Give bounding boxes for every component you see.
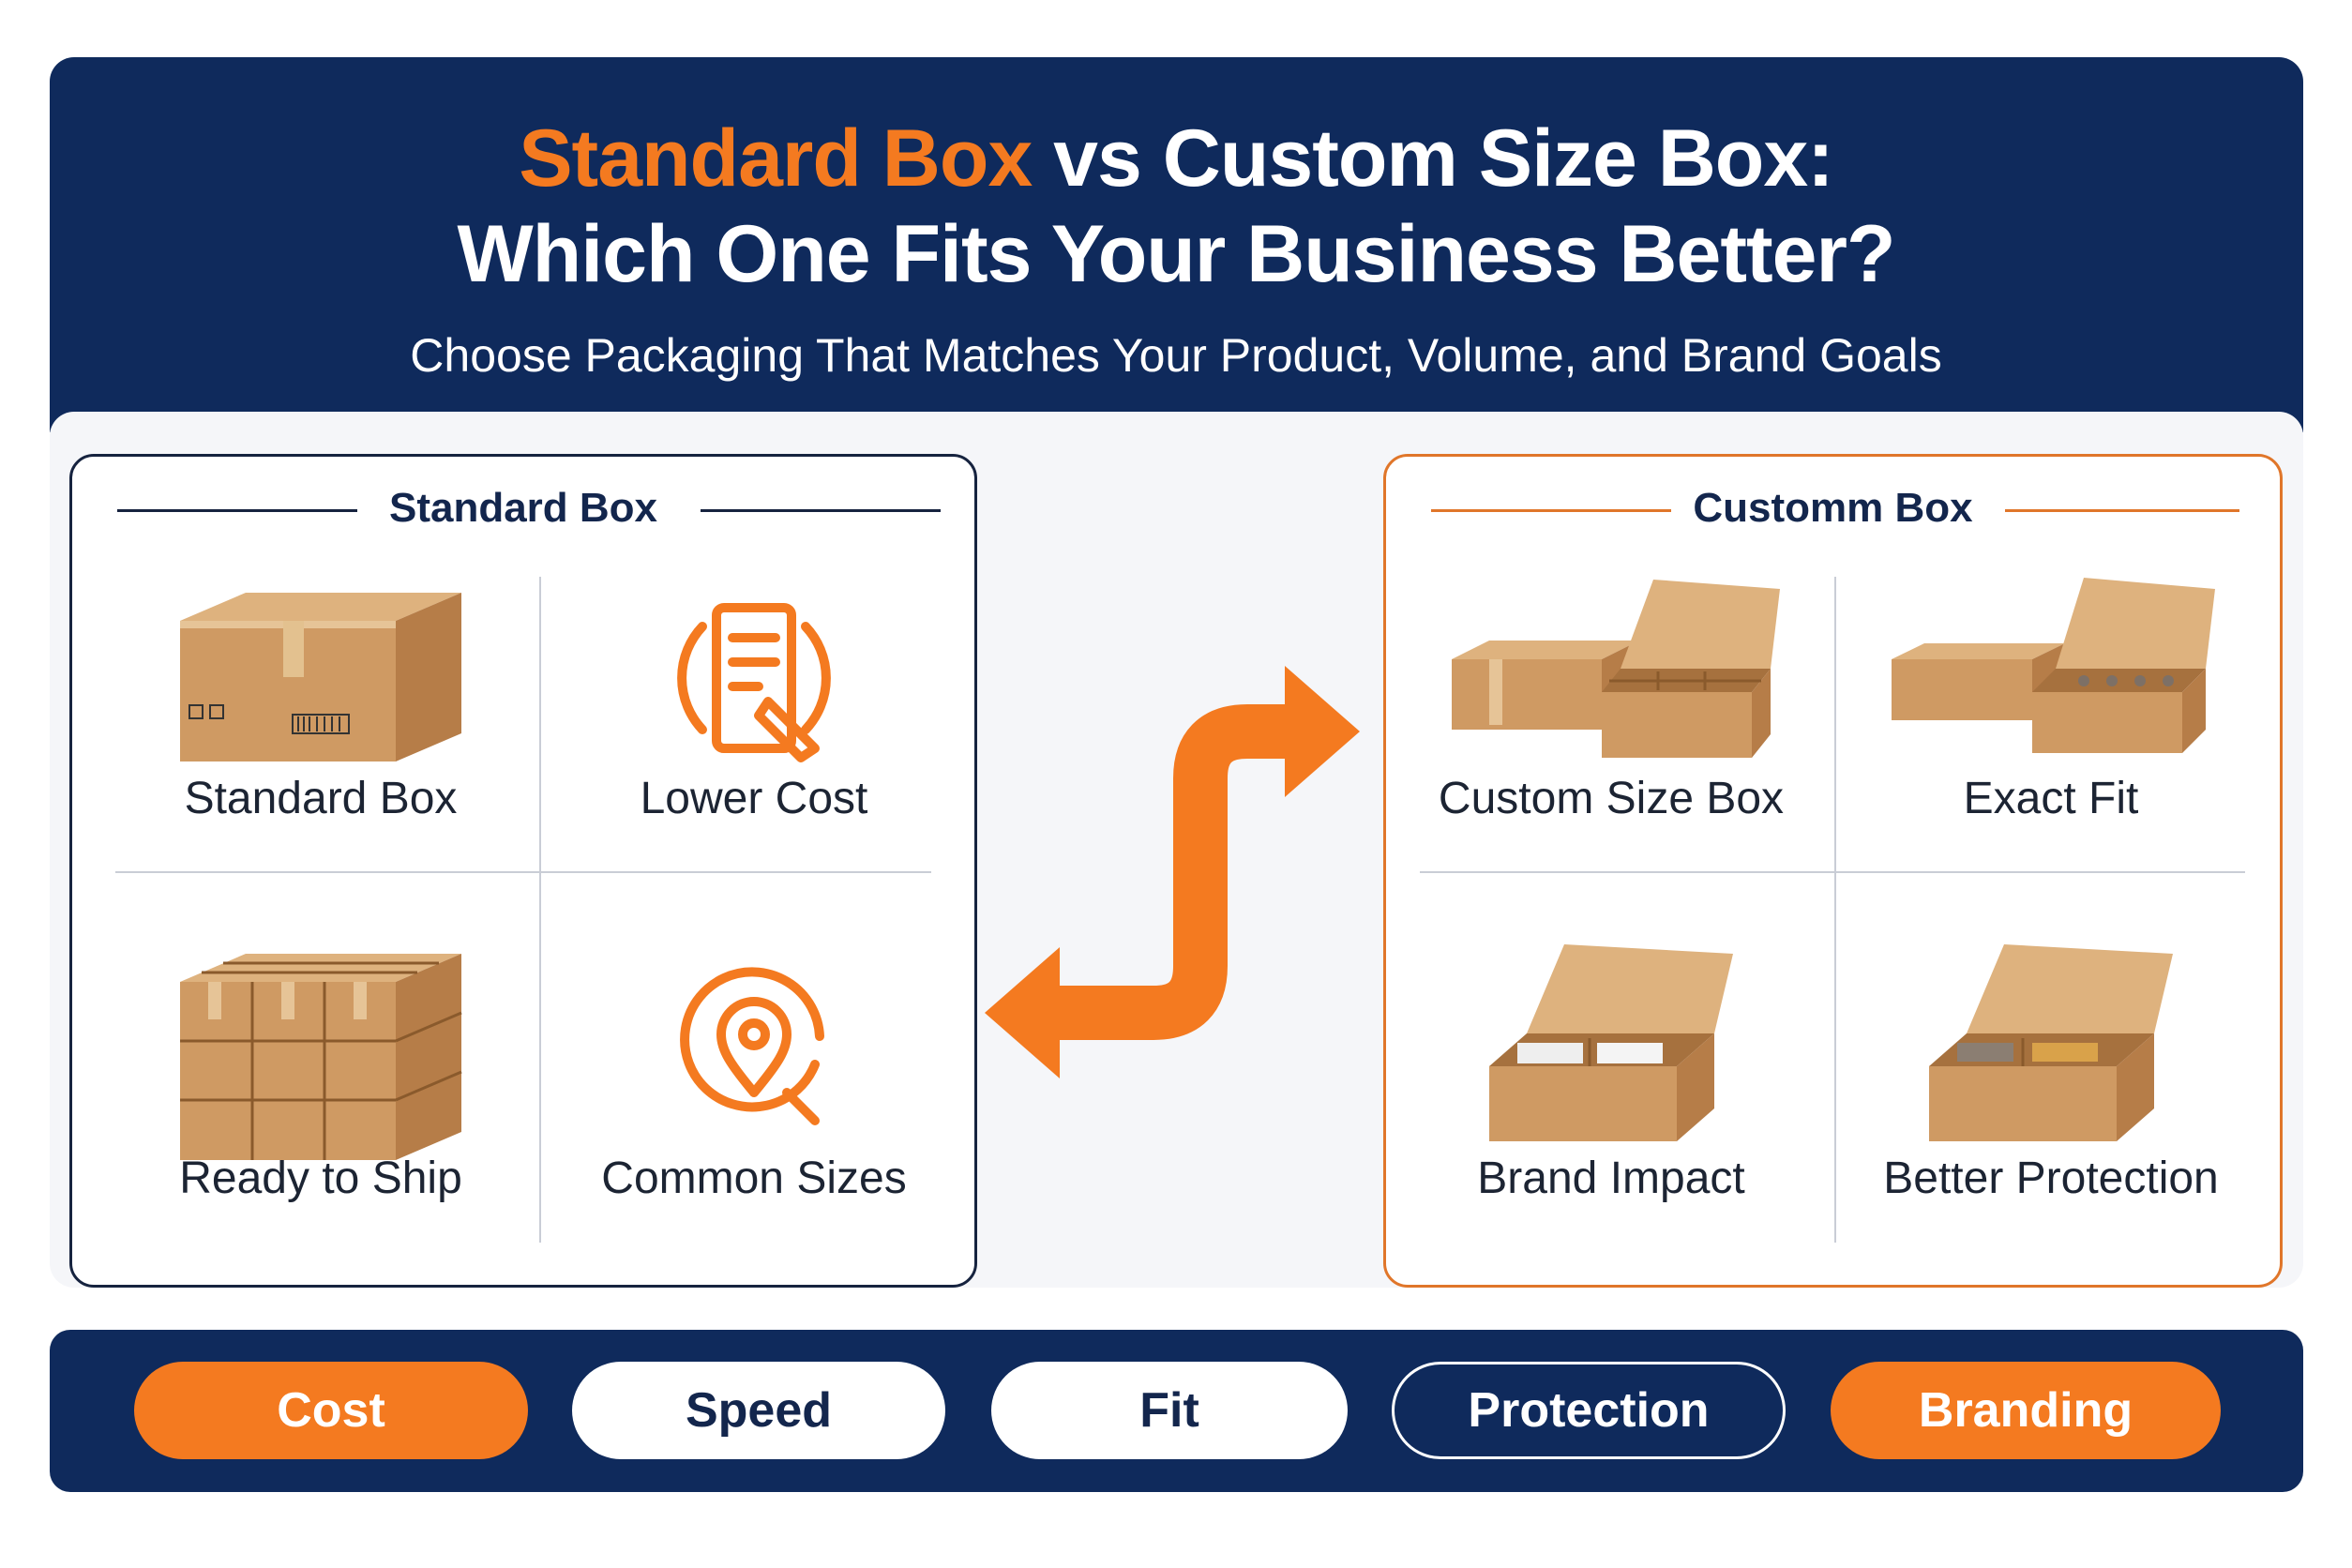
custom-item-label: Better Protection	[1883, 1153, 2219, 1203]
pill-branding[interactable]: Branding	[1831, 1362, 2221, 1459]
standard-item: Ready to Ship	[105, 944, 536, 1319]
standard-item: Standard Box	[105, 565, 536, 940]
standard-box-panel: Standard Box Standard Box	[69, 454, 977, 1288]
pill-cost[interactable]: Cost	[134, 1362, 528, 1459]
insert-box-icon	[1882, 570, 2220, 772]
custom-item-label: Exact Fit	[1963, 774, 2139, 823]
standard-item-label: Lower Cost	[640, 774, 868, 823]
horizontal-divider	[115, 871, 931, 873]
custom-item: Custom Size Box	[1395, 565, 1827, 940]
pill-speed[interactable]: Speed	[572, 1362, 945, 1459]
open-box-icon	[1461, 944, 1761, 1155]
standard-item: Common Sizes	[538, 944, 970, 1319]
standard-item: Lower Cost	[538, 565, 970, 940]
horizontal-divider	[1420, 871, 2245, 873]
header-banner	[50, 57, 2303, 449]
standard-panel-title: Standard Box	[388, 485, 658, 531]
custom-box-icon	[1442, 570, 1780, 772]
standard-item-label: Ready to Ship	[179, 1153, 462, 1203]
document-tag-icon	[665, 589, 843, 772]
title-rule-left	[117, 509, 357, 512]
swap-arrow-icon	[985, 638, 1360, 1111]
vertical-divider	[539, 577, 541, 1243]
standard-item-label: Common Sizes	[601, 1153, 907, 1203]
custom-box-panel: Customm Box Custom Size Box	[1383, 454, 2283, 1288]
custom-item: Exact Fit	[1835, 565, 2267, 940]
title-highlight: Standard Box	[519, 113, 1033, 204]
title-rule-right	[2005, 509, 2239, 512]
cardboard-box-icon	[161, 583, 480, 776]
title-line-1: Standard Box vs Custom Size Box:	[0, 113, 2352, 205]
custom-item: Brand Impact	[1395, 944, 1827, 1319]
padded-box-icon	[1901, 944, 2201, 1155]
custom-item: Better Protection	[1835, 944, 2267, 1319]
subtitle: Choose Packaging That Matches Your Produ…	[410, 329, 1942, 382]
pill-fit[interactable]: Fit	[991, 1362, 1348, 1459]
standard-item-label: Standard Box	[184, 774, 458, 823]
title-rule-right	[701, 509, 941, 512]
custom-panel-title: Customm Box	[1693, 485, 1973, 531]
title-line-2: Which One Fits Your Business Better?	[457, 209, 1896, 299]
pill-protection[interactable]: Protection	[1392, 1362, 1786, 1459]
location-search-icon	[665, 961, 843, 1144]
stacked-boxes-icon	[161, 944, 480, 1174]
title-rest: vs Custom Size Box:	[1032, 113, 1834, 204]
custom-item-label: Brand Impact	[1477, 1153, 1745, 1203]
custom-item-label: Custom Size Box	[1438, 774, 1785, 823]
vertical-divider	[1834, 577, 1836, 1243]
title-rule-left	[1431, 509, 1671, 512]
